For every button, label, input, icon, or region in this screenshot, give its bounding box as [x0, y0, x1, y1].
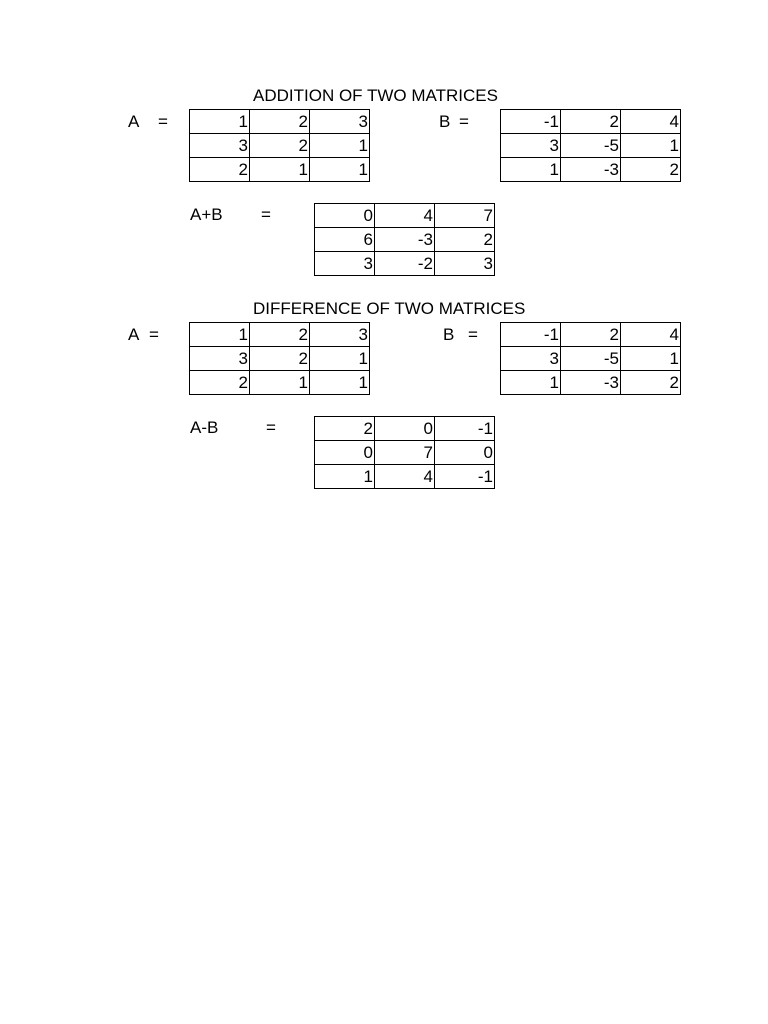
addition-result-label: A+B: [190, 205, 223, 224]
matrix-cell: 1: [309, 133, 370, 158]
matrix-cell: -3: [560, 370, 621, 395]
addition-result-equals: =: [261, 205, 271, 224]
difference-matrix-b: -1 2 4 3 -5 1 1 -3 2: [500, 322, 681, 395]
addition-matrix-a: 1 2 3 3 2 1 2 1 1: [189, 109, 370, 182]
addition-result-matrix: 0 4 7 6 -3 2 3 -2 3: [314, 203, 495, 276]
table-row: 2 1 1: [189, 157, 370, 182]
difference-result-label: A-B: [190, 418, 219, 437]
matrix-cell: 1: [314, 464, 375, 489]
matrix-cell: 1: [309, 370, 370, 395]
addition-matrix-a-label: A: [128, 112, 140, 131]
difference-title: DIFFERENCE OF TWO MATRICES: [253, 299, 526, 318]
table-row: 2 1 1: [189, 370, 370, 395]
matrix-cell: -5: [560, 346, 621, 371]
matrix-cell: 0: [374, 416, 435, 441]
difference-matrix-b-equals: =: [468, 325, 478, 344]
table-row: 3 -5 1: [500, 133, 681, 158]
difference-result-equals: =: [266, 418, 276, 437]
matrix-cell: 4: [620, 322, 681, 347]
table-row: 1 4 -1: [314, 464, 495, 489]
matrix-cell: -1: [500, 322, 561, 347]
matrix-cell: -3: [560, 157, 621, 182]
table-row: 2 0 -1: [314, 416, 495, 441]
table-row: 1 2 3: [189, 322, 370, 347]
matrix-cell: 1: [309, 346, 370, 371]
matrix-cell: 1: [189, 322, 250, 347]
matrix-cell: 4: [374, 203, 435, 228]
addition-title: ADDITION OF TWO MATRICES: [253, 86, 498, 105]
table-row: 3 2 1: [189, 346, 370, 371]
matrix-cell: 2: [620, 157, 681, 182]
difference-matrix-a-label: A: [128, 325, 140, 344]
matrix-cell: 0: [314, 203, 375, 228]
matrix-cell: -2: [374, 251, 435, 276]
matrix-cell: 0: [314, 440, 375, 465]
matrix-cell: 3: [189, 133, 250, 158]
matrix-cell: 2: [314, 416, 375, 441]
addition-matrix-b-equals: =: [459, 112, 469, 131]
matrix-cell: 6: [314, 227, 375, 252]
matrix-cell: 3: [309, 109, 370, 134]
table-row: 1 2 3: [189, 109, 370, 134]
difference-result-matrix: 2 0 -1 0 7 0 1 4 -1: [314, 416, 495, 489]
matrix-cell: 1: [309, 157, 370, 182]
matrix-cell: 1: [500, 157, 561, 182]
table-row: -1 2 4: [500, 322, 681, 347]
matrix-cell: 1: [620, 133, 681, 158]
table-row: 0 4 7: [314, 203, 495, 228]
matrix-cell: -1: [434, 416, 495, 441]
table-row: -1 2 4: [500, 109, 681, 134]
matrix-cell: 2: [249, 109, 310, 134]
matrix-cell: 2: [249, 322, 310, 347]
matrix-cell: 2: [249, 133, 310, 158]
matrix-cell: 2: [189, 370, 250, 395]
matrix-cell: 2: [434, 227, 495, 252]
table-row: 0 7 0: [314, 440, 495, 465]
matrix-cell: 3: [314, 251, 375, 276]
table-row: 1 -3 2: [500, 157, 681, 182]
matrix-cell: -3: [374, 227, 435, 252]
matrix-cell: -1: [500, 109, 561, 134]
matrix-cell: 7: [374, 440, 435, 465]
matrix-cell: 0: [434, 440, 495, 465]
matrix-cell: 4: [374, 464, 435, 489]
table-row: 6 -3 2: [314, 227, 495, 252]
matrix-cell: 2: [560, 109, 621, 134]
matrix-cell: 3: [189, 346, 250, 371]
table-row: 3 -5 1: [500, 346, 681, 371]
matrix-cell: 2: [620, 370, 681, 395]
addition-matrix-b-label: B: [439, 112, 451, 131]
matrix-cell: 7: [434, 203, 495, 228]
matrix-cell: 3: [500, 346, 561, 371]
difference-matrix-a-equals: =: [149, 325, 159, 344]
matrix-cell: 3: [500, 133, 561, 158]
addition-matrix-b: -1 2 4 3 -5 1 1 -3 2: [500, 109, 681, 182]
matrix-cell: -1: [434, 464, 495, 489]
table-row: 3 -2 3: [314, 251, 495, 276]
addition-matrix-a-equals: =: [158, 112, 168, 131]
difference-matrix-a: 1 2 3 3 2 1 2 1 1: [189, 322, 370, 395]
table-row: 3 2 1: [189, 133, 370, 158]
matrix-cell: 3: [309, 322, 370, 347]
matrix-cell: 2: [249, 346, 310, 371]
matrix-cell: 4: [620, 109, 681, 134]
difference-matrix-b-label: B: [443, 325, 455, 344]
matrix-cell: 1: [500, 370, 561, 395]
matrix-cell: 1: [189, 109, 250, 134]
matrix-cell: 1: [249, 157, 310, 182]
matrix-cell: 2: [560, 322, 621, 347]
table-row: 1 -3 2: [500, 370, 681, 395]
matrix-cell: -5: [560, 133, 621, 158]
matrix-cell: 1: [620, 346, 681, 371]
matrix-cell: 1: [249, 370, 310, 395]
matrix-cell: 2: [189, 157, 250, 182]
matrix-cell: 3: [434, 251, 495, 276]
